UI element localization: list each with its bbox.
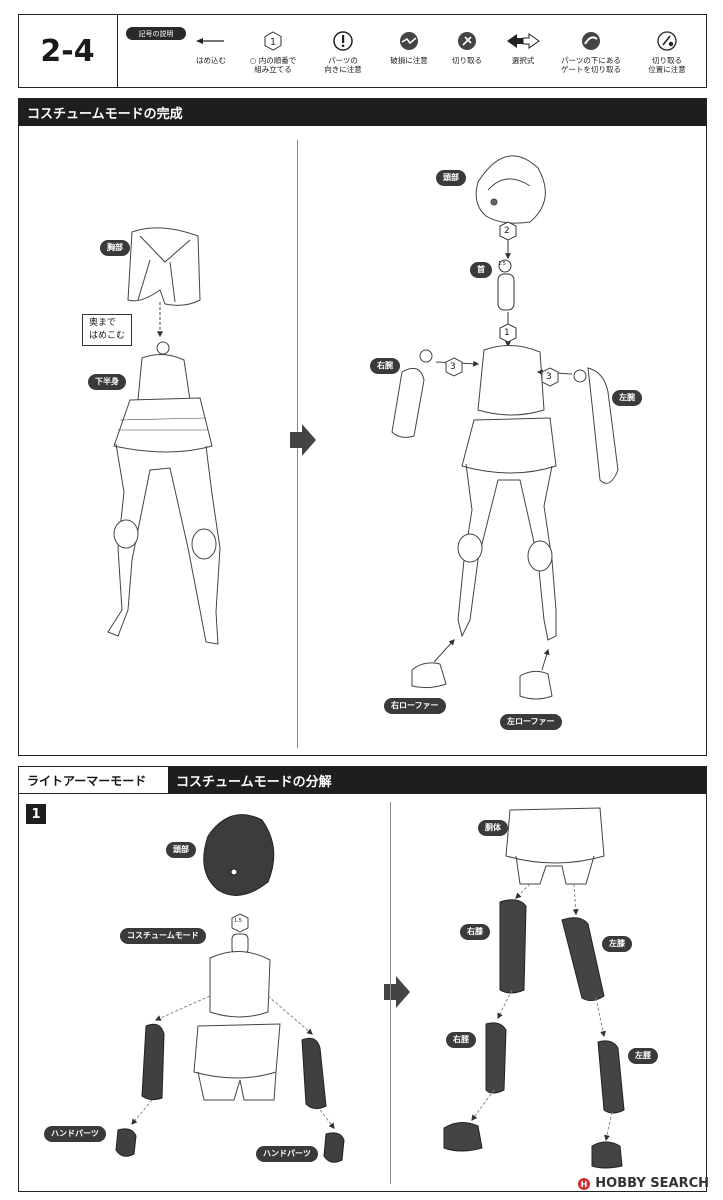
step-marker-1: 1 — [504, 328, 510, 338]
legend-label: 切り取る — [452, 56, 482, 65]
tab-light-armor: ライトアーマーモード — [18, 766, 168, 794]
step-marker-2: 2 — [504, 226, 510, 236]
legend-item-position: 切り取る 位置に注意 — [632, 30, 702, 74]
gate-cut-icon — [556, 30, 626, 52]
label-chest: 胸部 — [100, 240, 130, 256]
label-right-arm: 右腕 — [370, 358, 400, 374]
legend-label: 選択式 — [511, 56, 535, 65]
step-marker-3b: 3 — [546, 372, 552, 382]
loafer-illustrations — [411, 639, 553, 700]
step-markers-right — [497, 221, 517, 348]
watermark-text: HOBBY SEARCH — [595, 1176, 709, 1191]
body-lower-illustration — [505, 807, 605, 885]
legend-item-insert: はめ込む — [176, 30, 246, 65]
legend-item-direction: パーツの 向きに注意 — [308, 30, 378, 74]
dashed-guides-right — [471, 883, 613, 1142]
legend-tag: 記号の説明 — [126, 27, 186, 40]
label-right-knee: 右膝 — [460, 924, 490, 940]
size-mark-neck: 1.5 — [498, 261, 506, 267]
label-left-loafer: 左ローファー — [500, 714, 562, 730]
dark-leg-parts — [443, 899, 625, 1169]
legend-item-damage: 破損に注意 — [374, 30, 444, 65]
note-line2: はめこむ — [89, 331, 126, 341]
dark-arm-illustrations — [115, 1023, 345, 1163]
section2-title-bar: コスチュームモードの分解 — [168, 766, 707, 794]
label-left-shin: 左脛 — [628, 1048, 658, 1064]
label-right-loafer: 右ローファー — [384, 698, 446, 714]
chest-part-illustration — [127, 227, 201, 338]
head-illustration — [475, 155, 546, 224]
circled-number-icon: 1 — [238, 30, 308, 52]
label-costume-mode: コスチュームモード — [120, 928, 206, 944]
watermark: H HOBBY SEARCH — [577, 1176, 709, 1191]
costume-body-illustration — [193, 913, 281, 1101]
section2-divider — [390, 802, 391, 1184]
label-hand-parts-left: ハンドパーツ — [44, 1126, 106, 1142]
dark-head-illustration — [203, 814, 275, 896]
svg-text:H: H — [581, 1180, 588, 1189]
watermark-logo-icon: H — [578, 1177, 591, 1190]
exclamation-icon — [308, 30, 378, 52]
size-mark-costume: 1.5 — [234, 918, 242, 924]
section2-frame — [18, 766, 707, 1192]
section1-frame — [18, 98, 707, 756]
legend-label: 破損に注意 — [390, 56, 428, 65]
label-right-shin: 右脛 — [446, 1032, 476, 1048]
section1-title-bar: コスチュームモードの完成 — [18, 98, 707, 126]
legend-label: はめ込む — [196, 56, 226, 65]
note-line1: 奥まで — [89, 318, 117, 328]
double-arrow-icon — [488, 30, 558, 52]
label-head-dark: 頭部 — [166, 842, 196, 858]
label-hand-parts-right: ハンドパーツ — [256, 1146, 318, 1162]
arm-illustrations — [391, 349, 619, 484]
label-left-arm: 左腕 — [612, 390, 642, 406]
legend-header — [18, 14, 707, 88]
legend-item-order: 1 ○ 内の順番で 組み立てる — [238, 30, 308, 74]
label-lower-body: 下半身 — [88, 374, 126, 390]
legend-label: パーツの 向きに注意 — [324, 56, 362, 74]
position-icon — [632, 30, 702, 52]
legend-label: パーツの下にある ゲートを切り取る — [561, 56, 621, 74]
legend-label: 切り取る 位置に注意 — [648, 56, 686, 74]
legend-item-gate: パーツの下にある ゲートを切り取る — [556, 30, 626, 74]
label-neck: 首 — [470, 262, 492, 278]
label-head: 頭部 — [436, 170, 466, 186]
sub-step-number: 1 — [26, 804, 46, 824]
step-marker-3a: 3 — [450, 362, 456, 372]
legend-item-cut: 切り取る — [432, 30, 502, 65]
step-number: 2-4 — [18, 14, 118, 88]
legend-item-select: 選択式 — [488, 30, 558, 65]
circled-number-text: 1 — [270, 37, 276, 48]
arrow-left-icon — [176, 30, 246, 52]
cut-icon — [432, 30, 502, 52]
legend-label: ○ 内の順番で 組み立てる — [249, 56, 297, 74]
lower-body-illustration — [107, 341, 221, 645]
flow-arrow-1 — [290, 424, 316, 456]
label-left-knee: 左膝 — [602, 936, 632, 952]
torso-right-illustration — [457, 345, 557, 641]
damage-warning-icon — [374, 30, 444, 52]
label-body: 胴体 — [478, 820, 508, 836]
note-insert-deep: 奥まで はめこむ — [82, 314, 133, 346]
dashed-guides-left — [131, 995, 335, 1129]
